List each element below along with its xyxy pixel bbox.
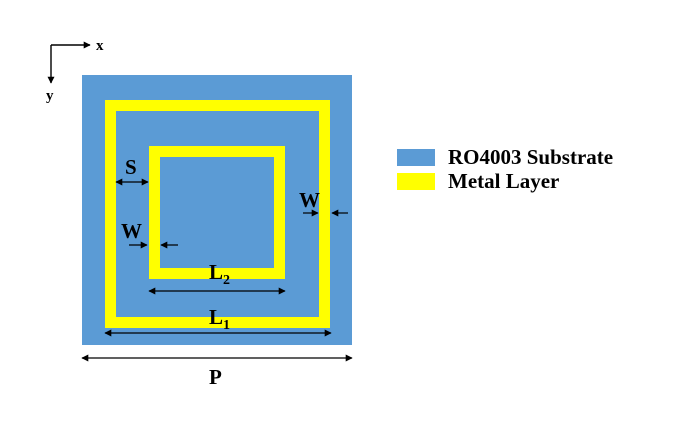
substrate-swatch — [397, 148, 435, 166]
outer-metal-ring — [105, 100, 330, 328]
spacing-label: S — [125, 155, 137, 179]
outer-length-subscript: 1 — [223, 318, 230, 333]
period-label: P — [209, 365, 222, 389]
legend-item-substrate: RO4003 Substrate — [397, 145, 613, 169]
inner-length-dimension: L2 — [148, 260, 286, 295]
x-axis-label: x — [96, 38, 104, 54]
width-dimension-right: W — [299, 188, 348, 217]
legend-item-metal: Metal Layer — [397, 169, 613, 193]
outer-length-base: L — [209, 305, 223, 329]
substrate — [82, 75, 352, 345]
legend-label-metal: Metal Layer — [448, 169, 560, 193]
metal-swatch — [397, 172, 435, 190]
outer-length-dimension: L1 — [104, 305, 332, 337]
inner-length-base: L — [209, 260, 223, 284]
legend: RO4003 Substrate Metal Layer — [397, 145, 613, 193]
period-dimension: P — [81, 354, 353, 389]
y-axis-label: y — [46, 88, 54, 104]
spacing-dimension: S — [115, 155, 149, 186]
coordinate-axes: x y — [46, 38, 104, 104]
inner-length-subscript: 2 — [223, 273, 230, 288]
width-right-label: W — [299, 188, 320, 212]
inner-metal-ring — [149, 146, 285, 279]
width-left-label: W — [121, 219, 142, 243]
width-dimension-left: W — [121, 219, 178, 249]
legend-label-substrate: RO4003 Substrate — [448, 145, 614, 169]
outer-length-label: L1 — [209, 305, 230, 333]
inner-length-label: L2 — [209, 260, 230, 288]
